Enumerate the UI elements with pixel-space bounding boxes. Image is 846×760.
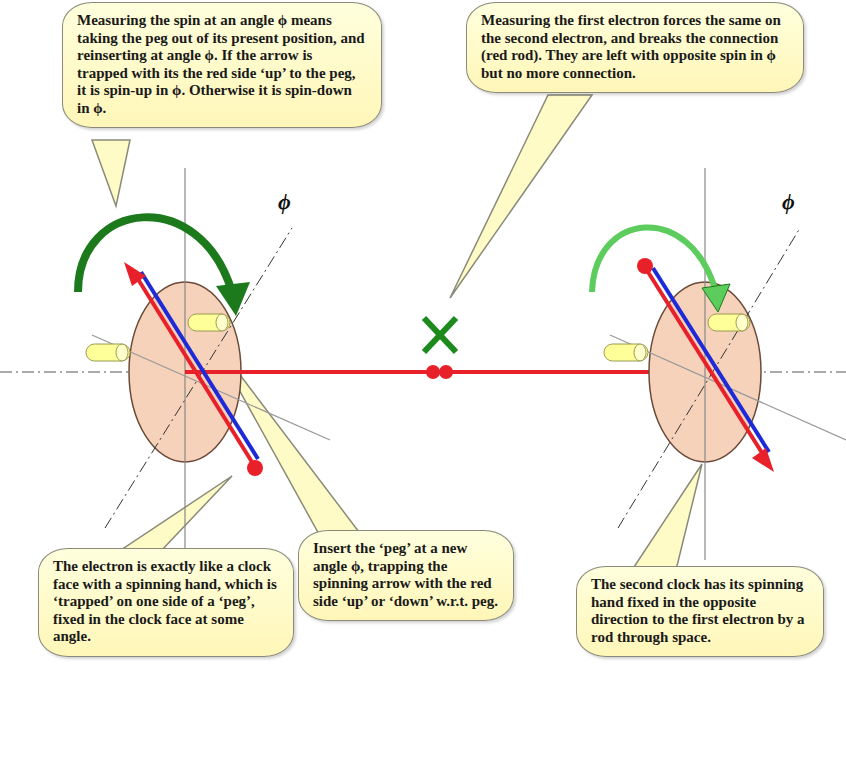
arrow-head	[124, 262, 146, 286]
peg	[604, 344, 648, 361]
callout-text: Insert the ‘peg’ at a new angle ϕ, trapp…	[313, 540, 499, 610]
spin-hand-blue	[653, 268, 769, 452]
peg	[708, 314, 750, 331]
hand-dot	[637, 258, 653, 274]
peg-end	[736, 314, 748, 331]
callout-tail	[118, 476, 232, 552]
peg	[86, 344, 130, 361]
callout-tail	[92, 140, 130, 206]
spin-hand-red	[136, 276, 252, 462]
rotation-arrow	[592, 227, 716, 292]
electron-callout: The electron is exactly like a clock fac…	[38, 548, 294, 657]
peg	[188, 314, 230, 331]
angle-label: ϕ	[780, 190, 797, 214]
phi-axis	[105, 228, 292, 528]
rod-dot	[439, 365, 453, 379]
second-clock-callout: The second clock has its spinning hand f…	[576, 566, 824, 657]
callout-text: The second clock has its spinning hand f…	[591, 576, 809, 646]
peg-end	[216, 314, 228, 331]
callout-text: Measuring the first electron forces the …	[481, 12, 789, 82]
peg-end	[116, 344, 128, 361]
callout-text: The electron is exactly like a clock fac…	[53, 558, 279, 646]
arrow-head	[752, 448, 774, 472]
rod-dot	[426, 365, 440, 379]
break-mark	[424, 318, 456, 352]
callout-tail	[450, 95, 592, 298]
spin-hand-blue	[141, 272, 258, 459]
entangle-callout: Measuring the first electron forces the …	[466, 2, 804, 93]
arrow-head	[702, 284, 730, 312]
callout-text: Measuring the spin at an angle ϕ means t…	[77, 12, 367, 117]
spin-hand-red	[648, 272, 764, 456]
peg-callout: Insert the ‘peg’ at a new angle ϕ, trapp…	[298, 530, 514, 621]
callout-tail	[632, 464, 702, 570]
angle-label: ϕ	[276, 190, 293, 214]
rotation-arrow	[78, 217, 232, 292]
hand-dot	[247, 460, 263, 476]
arrow-head	[216, 282, 250, 316]
peg-end	[634, 344, 646, 361]
measure-callout: Measuring the spin at an angle ϕ means t…	[62, 2, 382, 128]
break-mark	[424, 318, 456, 352]
